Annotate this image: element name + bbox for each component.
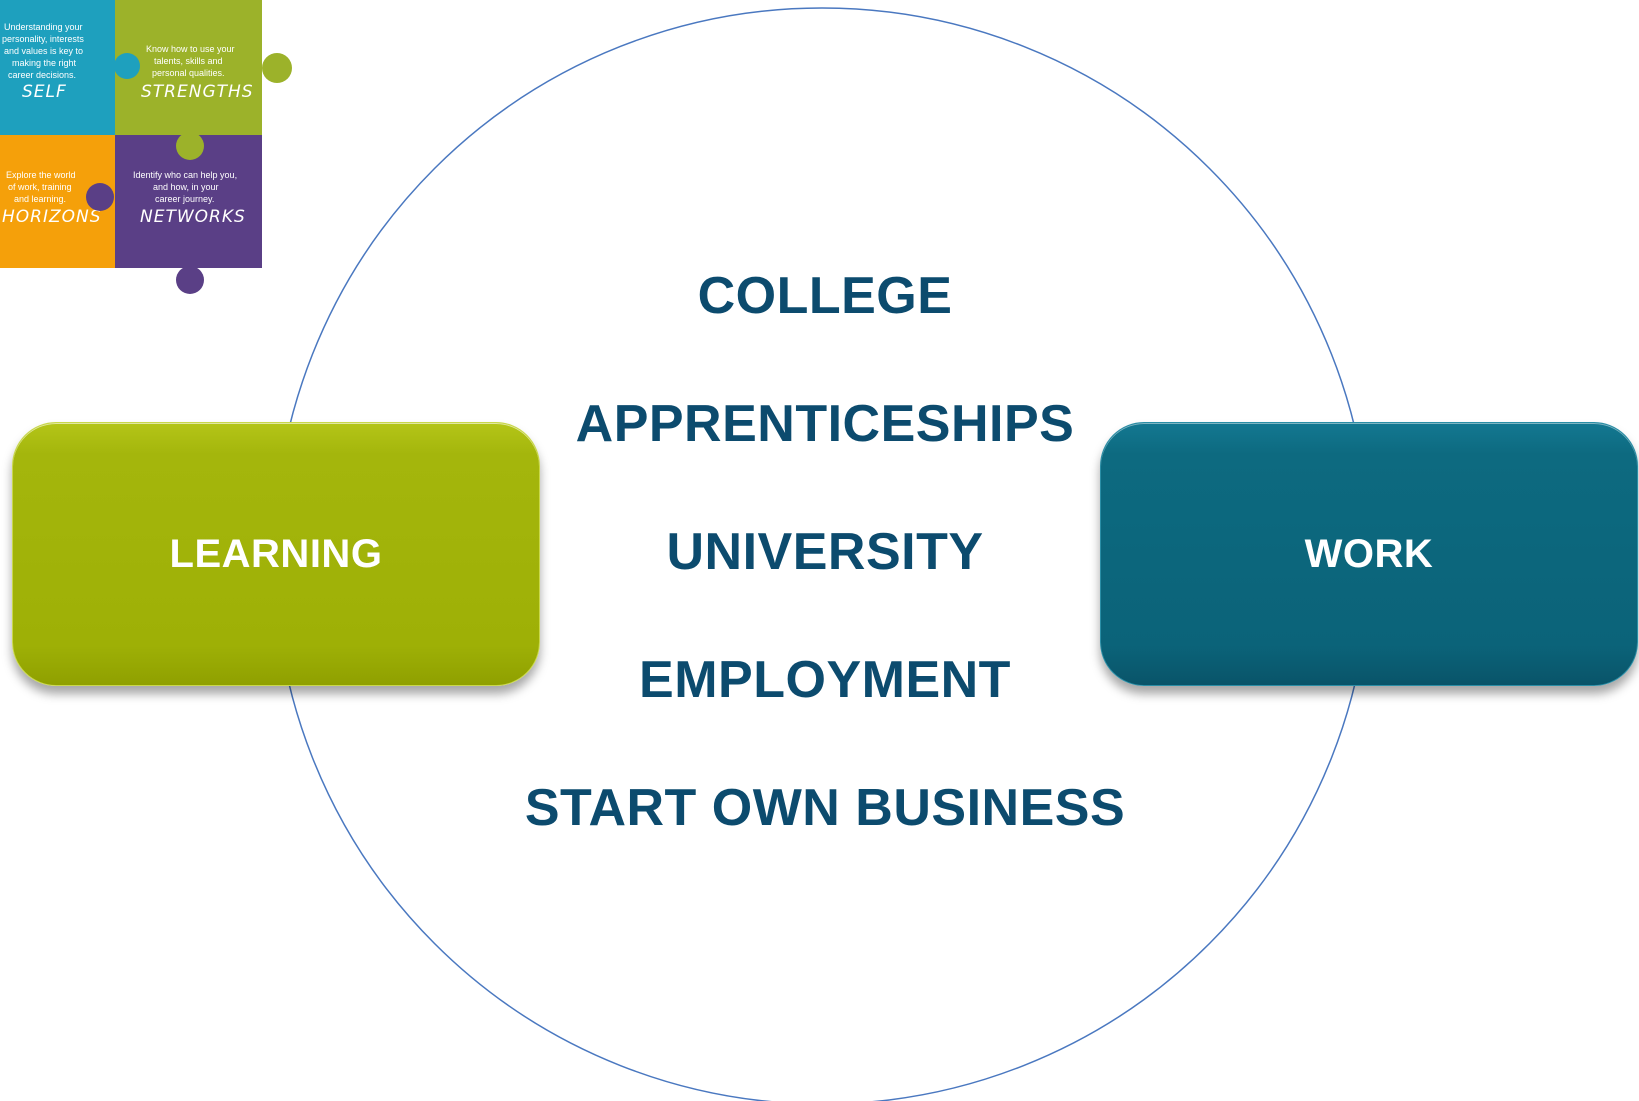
strengths-title: STRENGTHS	[141, 82, 254, 102]
option-apprenticeships: APPRENTICESHIPS	[575, 395, 1075, 453]
horizons-text-1: Explore the world	[6, 170, 76, 180]
networks-title: NETWORKS	[140, 207, 246, 227]
option-start-own-business: START OWN BUSINESS	[524, 779, 1126, 837]
work-label: WORK	[1304, 531, 1434, 576]
learning-label: LEARNING	[169, 531, 383, 576]
networks-text-1: Identify who can help you,	[133, 170, 237, 180]
pathway-options-list: COLLEGE APPRENTICESHIPS UNIVERSITY EMPLO…	[440, 256, 1210, 896]
self-title: SELF	[22, 82, 67, 102]
work-box: WORK	[1100, 422, 1638, 686]
networks-text-3: career journey.	[155, 194, 214, 204]
self-text-2: personality, interests	[2, 34, 84, 44]
puzzle-logo: Understanding your personality, interest…	[0, 0, 292, 294]
horizons-title: HORIZONS	[2, 207, 102, 227]
puzzle-piece-self: Understanding your personality, interest…	[0, 0, 115, 136]
self-text-5: career decisions.	[8, 70, 76, 80]
self-text-4: making the right	[12, 58, 77, 68]
strengths-text-3: personal qualities.	[152, 68, 225, 78]
self-text-3: and values is key to	[4, 46, 83, 56]
learning-box: LEARNING	[12, 422, 540, 686]
puzzle-piece-strengths: Know how to use your talents, skills and…	[114, 0, 292, 135]
strengths-text-2: talents, skills and	[154, 56, 223, 66]
networks-text-2: and how, in your	[153, 182, 219, 192]
puzzle-piece-networks: Identify who can help you, and how, in y…	[86, 132, 262, 294]
self-text-1: Understanding your	[4, 22, 83, 32]
strengths-text-1: Know how to use your	[146, 44, 235, 54]
horizons-text-3: and learning.	[14, 194, 66, 204]
horizons-text-2: of work, training	[8, 182, 72, 192]
option-college: COLLEGE	[697, 267, 953, 325]
option-employment: EMPLOYMENT	[639, 651, 1011, 709]
option-university: UNIVERSITY	[666, 523, 984, 581]
